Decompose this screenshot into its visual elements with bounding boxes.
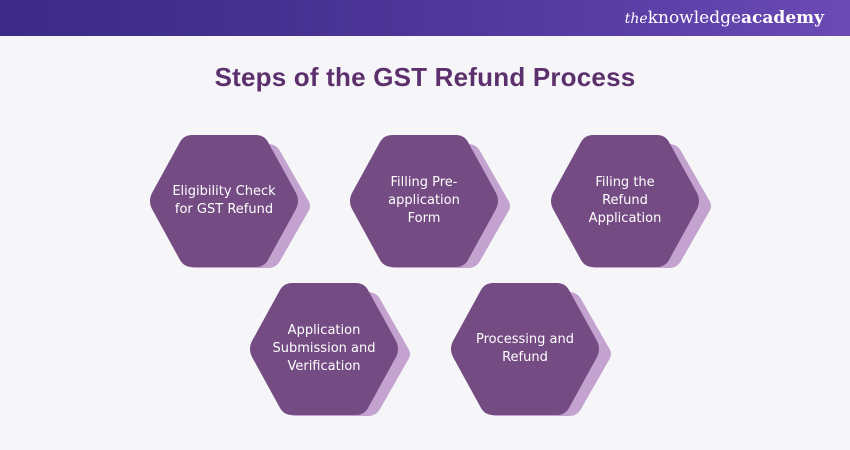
brand-logo[interactable]: theknowledgeacademy [625, 7, 824, 30]
step-hexagon: Filing the Refund Application [549, 133, 711, 269]
step-label: Application Submission and Verification [272, 323, 376, 374]
step-hexagon: Filling Pre-application Form [348, 133, 510, 269]
brand-knowledge: knowledge [647, 8, 742, 28]
step-label: Filling Pre-application Form [388, 175, 460, 226]
step-label: Eligibility Check for GST Refund [172, 184, 276, 217]
step-hexagon: Application Submission and Verification [248, 281, 410, 417]
page-title: Steps of the GST Refund Process [214, 62, 636, 92]
hexagon-shape [150, 135, 310, 268]
step-label: Filing the Refund Application [588, 175, 662, 226]
step-label: Processing and Refund [475, 332, 574, 365]
brand-academy: academy [741, 8, 824, 28]
hexagon-shape [551, 135, 711, 268]
step-hexagon: Processing and Refund [449, 281, 611, 417]
header-bar: theknowledgeacademy [0, 0, 850, 36]
hexagon-shape [250, 283, 410, 416]
hexagon-shape [451, 283, 611, 416]
hexagon-shape [350, 135, 510, 268]
step-hexagon: Eligibility Check for GST Refund [148, 133, 310, 269]
brand-the: the [624, 11, 648, 27]
